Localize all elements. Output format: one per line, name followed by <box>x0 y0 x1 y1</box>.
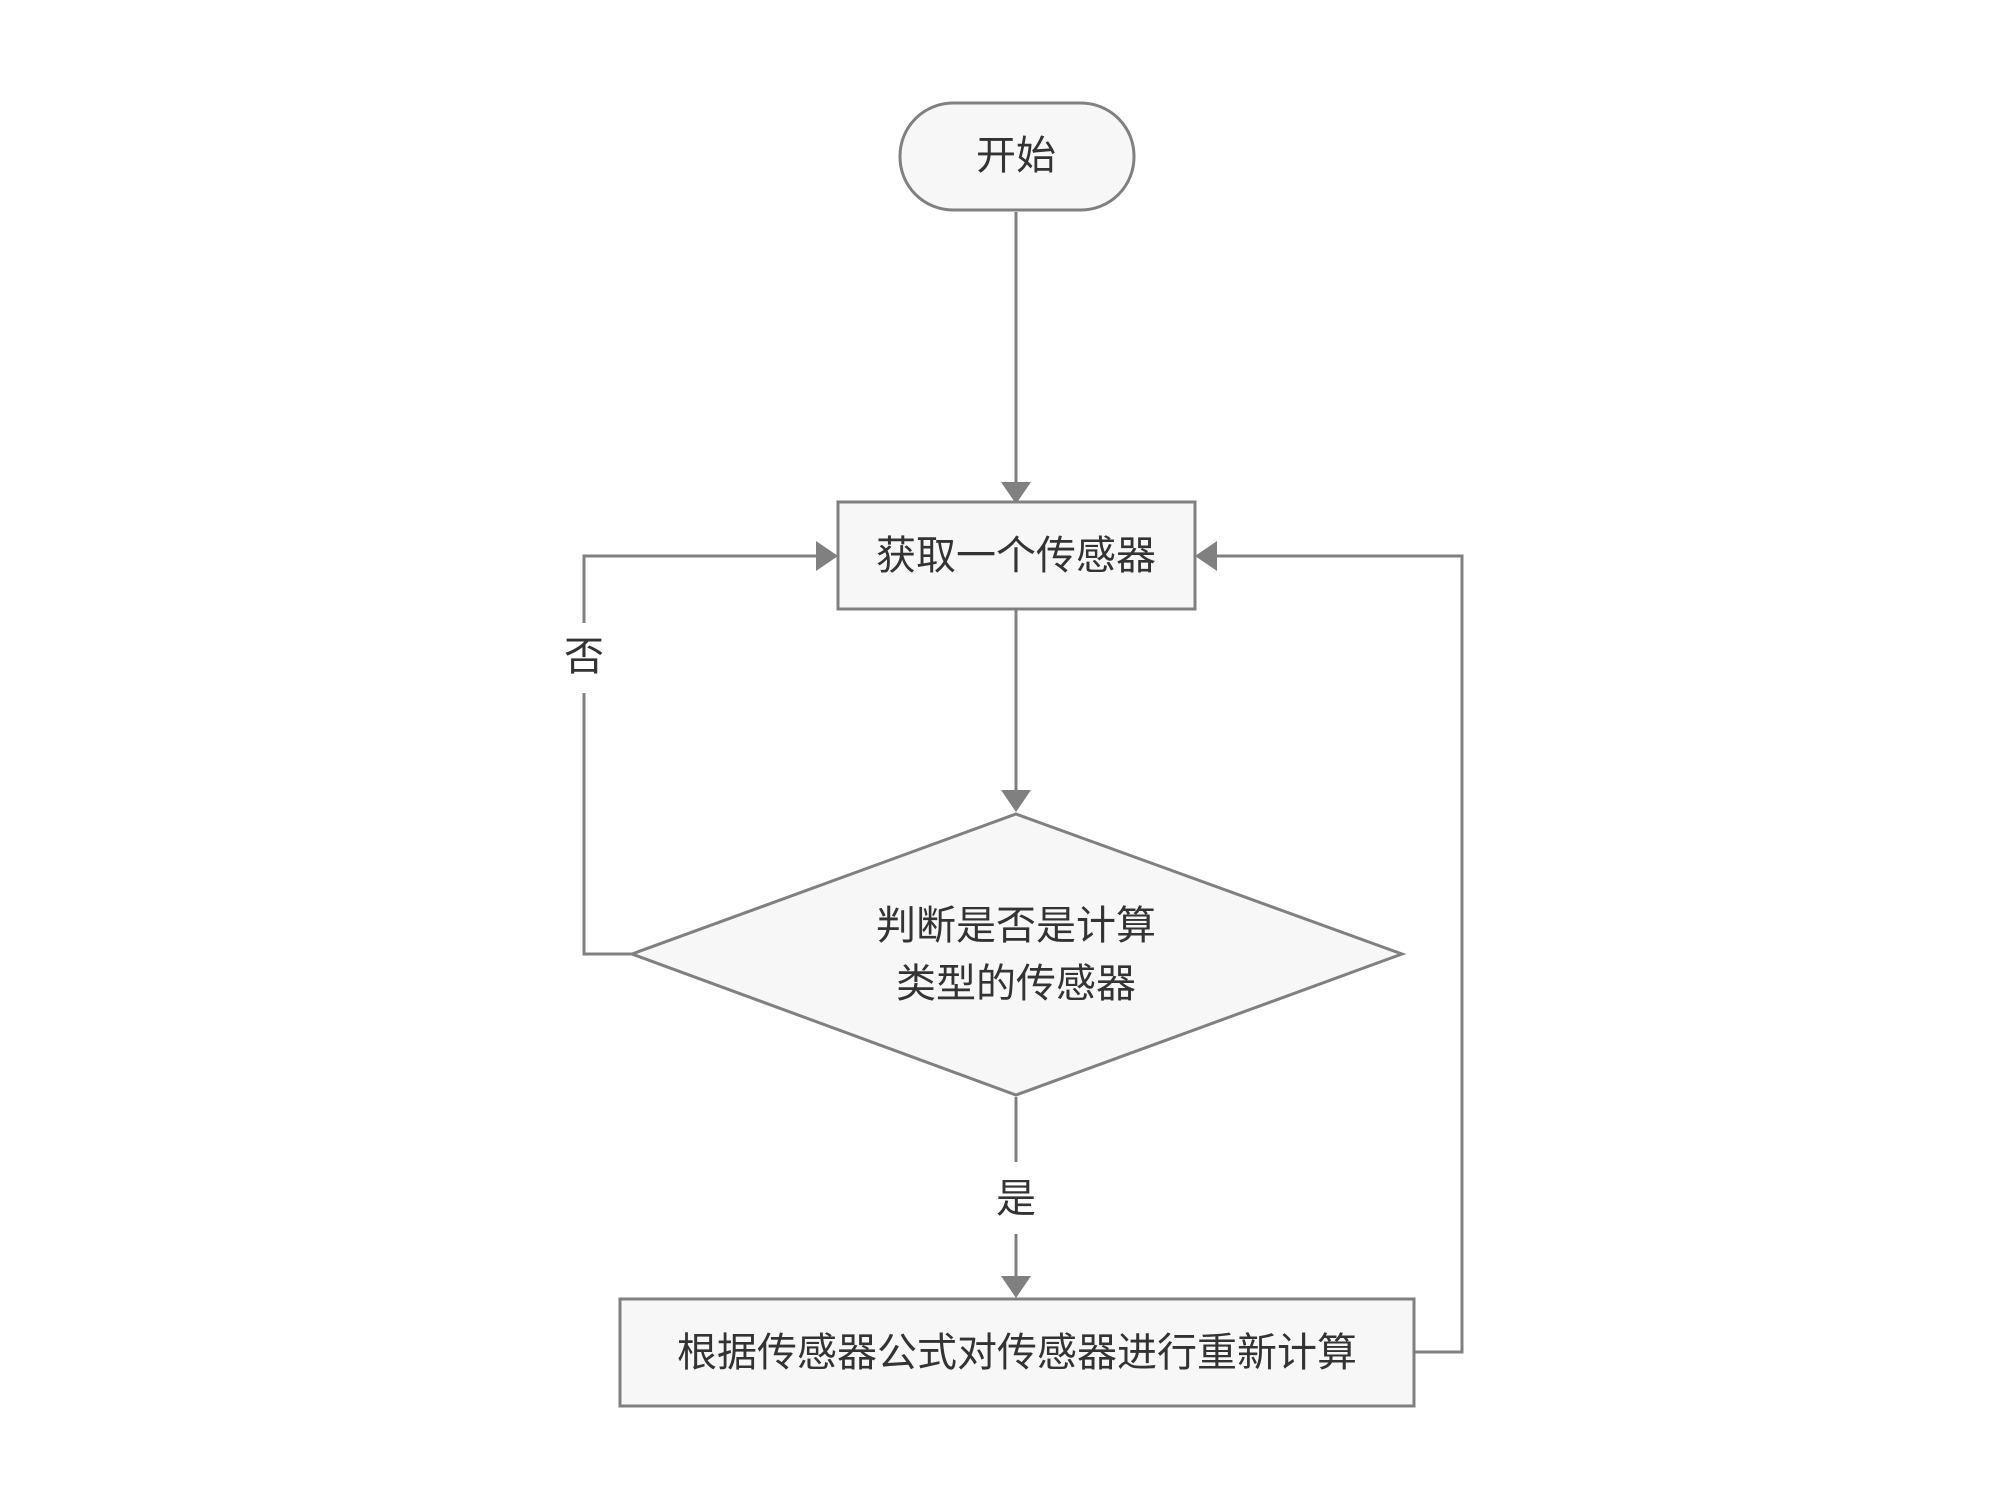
edge-label-yes: 是 <box>996 1176 1036 1222</box>
start-terminator-shape <box>898 101 1136 212</box>
edge-label-no: 否 <box>564 634 604 680</box>
edge-decision-no-loop <box>582 554 816 956</box>
arrowhead-decision-no-loop <box>816 541 838 571</box>
node-start[interactable]: 开始 <box>898 101 1136 212</box>
arrowhead-start-to-get-sensor <box>1001 482 1031 504</box>
decision-diamond-shape <box>627 812 1407 1097</box>
yes-label-background <box>992 1162 1040 1234</box>
arrowhead-get-sensor-to-decision <box>1001 790 1031 812</box>
arrowhead-recalculate-loop <box>1195 541 1217 571</box>
decision-label-line1: 判断是否是计算 <box>876 903 1156 949</box>
node-get-sensor[interactable]: 获取一个传感器 <box>836 500 1197 611</box>
arrowhead-decision-yes <box>1001 1276 1031 1298</box>
start-label: 开始 <box>976 133 1056 179</box>
recalculate-label: 根据传感器公式对传感器进行重新计算 <box>677 1330 1357 1376</box>
decision-label-line2: 类型的传感器 <box>896 961 1136 1007</box>
recalculate-process-shape <box>618 1297 1416 1408</box>
get-sensor-process-shape <box>836 500 1197 611</box>
no-label-background <box>560 623 608 693</box>
edge-recalculate-loop <box>1217 554 1464 1354</box>
node-recalculate[interactable]: 根据传感器公式对传感器进行重新计算 <box>618 1297 1416 1408</box>
get-sensor-label: 获取一个传感器 <box>876 533 1156 579</box>
node-decision[interactable]: 判断是否是计算 类型的传感器 <box>627 812 1407 1097</box>
